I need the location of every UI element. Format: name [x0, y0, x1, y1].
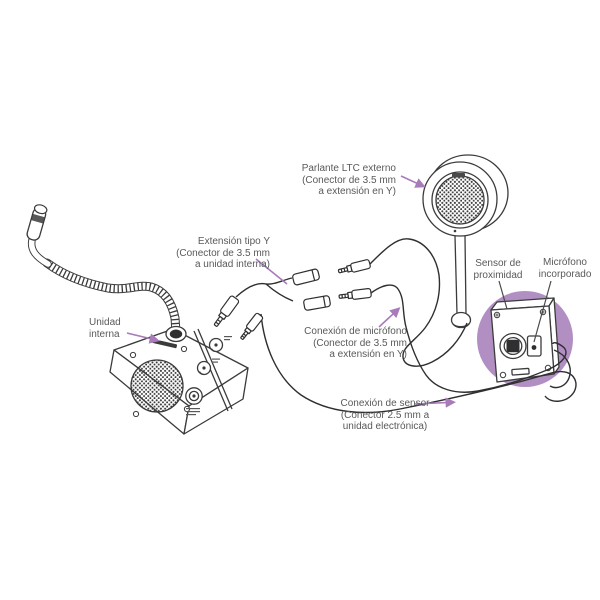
mic-cable	[370, 284, 567, 393]
label-line: unidad electrónica)	[342, 421, 428, 432]
label-line: (Conector 2.5 mm a	[340, 409, 430, 421]
label-line: Conexión de sensor	[340, 398, 430, 409]
label-proximity-sensor: Sensor de proximidad	[468, 258, 528, 281]
plug-to-unit	[213, 295, 240, 327]
label-line: Sensor de	[475, 258, 521, 269]
annotation-arrows	[126, 175, 456, 408]
external-speaker	[422, 154, 509, 329]
unit-knob-label	[186, 408, 200, 416]
pointer-line-y-extension	[255, 258, 288, 285]
label-external-speaker: Parlante LTC externo (Conector de 3.5 mm…	[302, 163, 396, 198]
label-line: (Conector de 3.5 mm	[313, 337, 407, 349]
builtin-mic-plate	[526, 335, 542, 357]
label-line: a extensión en Y)	[329, 349, 407, 360]
unit-front-face	[183, 367, 249, 435]
y-extension-branch	[265, 283, 294, 302]
speaker-grille	[435, 175, 485, 225]
speaker-stem	[454, 235, 467, 315]
unit-volume-knob	[185, 387, 203, 405]
label-line: a extensión en Y)	[318, 186, 396, 197]
label-line: incorporado	[538, 268, 592, 280]
label-line: Micrófono	[543, 257, 587, 268]
speaker-logo	[452, 173, 465, 178]
label-line: (Conector de 3.5 mm	[176, 247, 270, 259]
annotation-lines-dark	[498, 280, 552, 343]
unit-jack-mic	[196, 360, 212, 376]
label-line: Extensión tipo Y	[197, 236, 270, 247]
label-line: Unidad	[89, 317, 121, 328]
unit-speaker-grille	[130, 359, 184, 413]
cables	[235, 238, 577, 414]
box-cable-stub	[549, 349, 571, 389]
unit-mic-mount	[165, 325, 187, 343]
female-jack-1	[292, 268, 320, 286]
label-line: Conexión de micrófono	[304, 326, 407, 337]
label-line: proximidad	[473, 269, 523, 281]
male-plug-mic	[338, 288, 372, 300]
label-line: (Conector de 3.5 mm	[302, 174, 396, 186]
label-line: Parlante LTC externo	[301, 163, 396, 174]
pointer-line-builtin-mic	[533, 280, 552, 343]
label-builtin-mic: Micrófono incorporado	[534, 257, 596, 280]
intercom-unit	[109, 325, 249, 435]
arrow-external-speaker	[400, 175, 426, 188]
builtin-mic-dot	[531, 345, 537, 350]
connectors	[213, 259, 372, 340]
pointer-line-proximity-sensor	[498, 280, 508, 310]
arrow-mic-connection	[378, 307, 401, 328]
arrow-sensor-connection	[414, 397, 456, 408]
box-bottom-slot	[511, 367, 530, 376]
label-mic-connection: Conexión de micrófono (Conector de 3.5 m…	[304, 326, 407, 361]
gooseneck-microphone	[26, 204, 181, 337]
speaker-dot	[453, 229, 457, 233]
arrow-internal-unit	[126, 332, 160, 344]
label-line: interna	[89, 328, 120, 340]
label-y-extension: Extensión tipo Y (Conector de 3.5 mm a u…	[176, 236, 270, 271]
label-sensor-connection: Conexión de sensor (Conector 2.5 mm a un…	[333, 398, 437, 433]
plug-sensor-to-unit	[240, 312, 264, 340]
speaker-cable	[369, 238, 468, 367]
male-plug-speaker	[337, 259, 371, 274]
unit-jack-speaker	[208, 337, 224, 353]
speaker-foot	[450, 311, 472, 329]
label-internal-unit: Unidad interna	[89, 317, 121, 340]
sensor-lens	[499, 332, 527, 360]
unit-jack-labels	[212, 336, 232, 363]
microphone-head	[26, 204, 48, 241]
female-jack-2	[303, 295, 331, 311]
sensor-cable	[260, 313, 577, 414]
label-line: a unidad interna)	[194, 259, 270, 270]
